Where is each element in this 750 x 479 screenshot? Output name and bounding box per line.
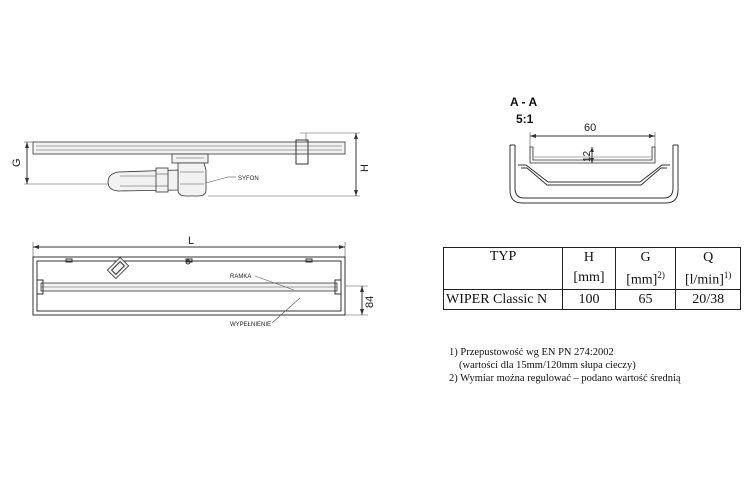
header-g-unit: [mm]2) — [614, 267, 677, 290]
cell-q: 20/38 — [675, 288, 741, 310]
cell-h: 100 — [562, 288, 616, 310]
insert-tray — [529, 146, 656, 164]
header-g: G — [614, 247, 677, 267]
header-g-footnote: 2) — [657, 270, 665, 280]
header-g-unit-label: [mm] — [626, 272, 658, 288]
outlet-top — [106, 256, 130, 280]
cell-g: 65 — [614, 288, 677, 310]
header-q: Q — [675, 247, 741, 267]
header-q-label: Q — [703, 250, 714, 265]
cell-typ: WIPER Classic N — [442, 288, 564, 310]
dim-h-label: H — [359, 164, 371, 172]
table-row: WIPER Classic N 100 65 20/38 — [442, 288, 741, 310]
outlet-neck — [171, 153, 209, 164]
dim-12-label: 12 — [582, 150, 593, 162]
header-typ-label: TYP — [489, 249, 517, 264]
label-wypelnienie: WYPEŁNIENIE — [230, 322, 271, 328]
label-syfon: SYFON — [238, 176, 259, 182]
header-g-label: G — [640, 250, 651, 265]
dim-84-label: 84 — [364, 296, 376, 308]
dim-60-label: 60 — [584, 122, 596, 134]
side-view: SYFON G H — [11, 132, 371, 197]
siphon-body — [177, 162, 207, 197]
footnote-1: 1) Przepustowość wg EN PN 274:2002 — [449, 347, 614, 358]
footnotes: 1) Przepustowość wg EN PN 274:2002 (wart… — [449, 346, 744, 385]
channel-side-profile — [32, 141, 346, 155]
support-frame — [518, 164, 670, 183]
header-h-unit-label: [mm] — [573, 270, 605, 286]
header-q-footnote: 1) — [723, 270, 732, 280]
section-title: A - A — [510, 95, 537, 109]
footnote-2: 2) Wymiar można regulować – podano warto… — [449, 373, 681, 384]
footnote-1-detail: (wartości dla 15mm/120mm słupa cieczy) — [459, 360, 636, 371]
table-header-row-bottom: [mm] [mm]2) [l/min]1) — [444, 267, 741, 290]
top-view: L RAMKA WYPEŁNIENIE 84 — [32, 235, 376, 328]
dim-g-label: G — [11, 158, 23, 167]
dim-l-label: L — [188, 235, 194, 247]
section-scale: 5:1 — [516, 112, 534, 126]
section-view: A - A 5:1 60 12 — [509, 95, 679, 204]
header-q-unit-label: [l/min] — [684, 272, 724, 288]
header-h-unit: [mm] — [562, 267, 616, 290]
header-h: H — [562, 247, 616, 267]
header-q-unit: [l/min]1) — [675, 267, 741, 290]
header-h-label: H — [583, 250, 595, 265]
label-ramka: RAMKA — [230, 274, 251, 280]
spec-table: TYP H G Q [mm] [mm]2) [l/min]1) WIPER Cl… — [442, 247, 741, 310]
header-typ: TYP — [442, 247, 564, 290]
table-header-row-top: TYP H G Q — [442, 247, 741, 290]
channel-cross-section — [509, 145, 679, 204]
